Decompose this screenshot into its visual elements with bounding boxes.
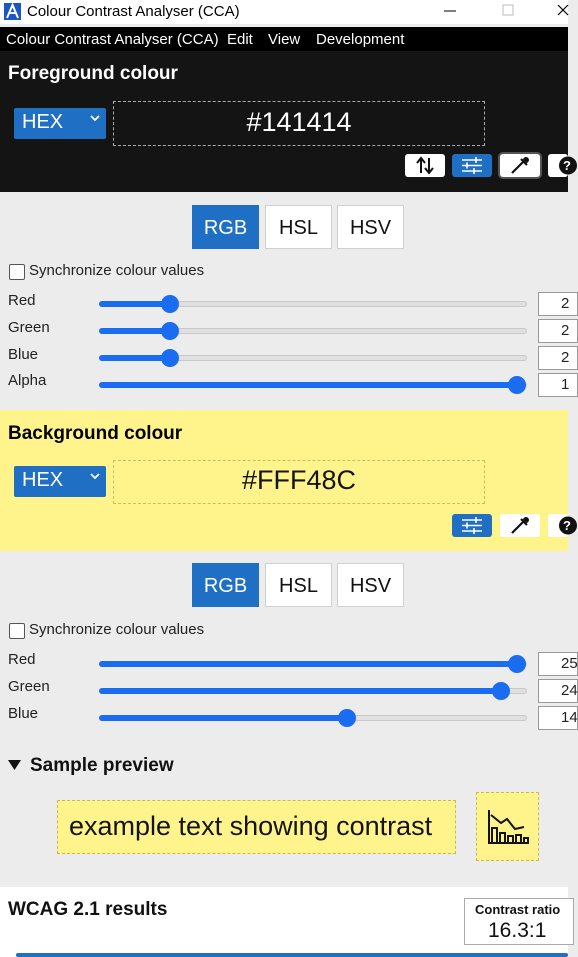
- fg-blue-slider[interactable]: [99, 349, 527, 367]
- background-format-select[interactable]: HEX: [14, 466, 106, 497]
- chart-icon: [476, 792, 539, 861]
- maximize-icon[interactable]: [494, 0, 522, 24]
- wcag-results-heading: WCAG 2.1 results: [8, 899, 168, 920]
- fg-blue-input[interactable]: 2: [538, 346, 578, 370]
- background-panel: Background colour HEX #FFF48C ?: [0, 410, 577, 551]
- bg-green-fill: [99, 688, 500, 694]
- bg-blue-label: Blue: [8, 705, 39, 722]
- bg-green-label: Green: [8, 678, 50, 695]
- bg-sync-label: Synchronize colour values: [29, 621, 205, 638]
- fg-red-thumb[interactable]: [161, 295, 180, 313]
- svg-text:?: ?: [563, 158, 571, 173]
- bg-blue-slider[interactable]: [99, 709, 527, 727]
- minimize-icon[interactable]: [436, 0, 464, 24]
- fg-green-thumb[interactable]: [161, 322, 180, 340]
- help-icon[interactable]: ?: [548, 514, 577, 537]
- eyedropper-icon[interactable]: [500, 514, 540, 537]
- tab-fg-hsv[interactable]: HSV: [337, 205, 404, 249]
- results-indicator-bar: [16, 953, 568, 957]
- sliders-icon[interactable]: [452, 514, 492, 537]
- bg-sync-checkbox[interactable]: [9, 623, 25, 639]
- fg-blue-label: Blue: [8, 346, 39, 363]
- fg-green-slider[interactable]: [99, 322, 527, 340]
- menu-edit[interactable]: Edit: [227, 31, 253, 48]
- fg-red-slider[interactable]: [99, 295, 527, 313]
- foreground-format-select[interactable]: HEX: [14, 108, 106, 139]
- bg-blue-thumb[interactable]: [337, 709, 356, 727]
- tab-bg-hsv[interactable]: HSV: [337, 563, 404, 607]
- fg-sync-checkbox[interactable]: [9, 264, 25, 280]
- fg-green-input[interactable]: 2: [538, 319, 578, 343]
- bg-blue-input[interactable]: 14: [538, 706, 578, 730]
- help-icon[interactable]: ?: [548, 154, 577, 177]
- chevron-down-icon: [90, 115, 100, 122]
- tab-fg-hsl[interactable]: HSL: [265, 205, 332, 249]
- window-title: Colour Contrast Analyser (CCA): [27, 3, 240, 20]
- triangle-down-icon[interactable]: [8, 759, 21, 771]
- chevron-down-icon: [90, 473, 100, 480]
- bg-blue-fill: [99, 715, 346, 721]
- fg-green-fill: [99, 328, 170, 334]
- background-heading: Background colour: [8, 423, 183, 444]
- close-icon[interactable]: [550, 0, 569, 24]
- sliders-icon[interactable]: [452, 154, 492, 177]
- bg-red-thumb[interactable]: [508, 655, 526, 673]
- bg-red-label: Red: [8, 651, 36, 668]
- background-hex-input[interactable]: #FFF48C: [113, 460, 485, 504]
- swap-colours-icon[interactable]: [405, 154, 445, 177]
- foreground-format-value: HEX: [22, 111, 64, 133]
- bg-red-slider[interactable]: [99, 655, 527, 673]
- fg-alpha-thumb[interactable]: [508, 376, 526, 394]
- menu-view[interactable]: View: [268, 31, 301, 48]
- background-format-value: HEX: [22, 469, 64, 491]
- contrast-ratio-box: Contrast ratio 16.3:1: [464, 898, 574, 945]
- app-logo-icon: [4, 2, 21, 20]
- fg-alpha-fill: [99, 382, 516, 388]
- contrast-ratio-value: 16.3:1: [488, 919, 547, 942]
- bg-green-thumb[interactable]: [491, 682, 510, 700]
- eyedropper-icon[interactable]: [500, 154, 540, 177]
- fg-alpha-input[interactable]: 1: [538, 373, 578, 397]
- fg-red-label: Red: [8, 292, 36, 309]
- fg-blue-thumb[interactable]: [161, 349, 180, 367]
- sample-text: example text showing contrast: [57, 800, 456, 854]
- foreground-panel: Foreground colour HEX #141414 ?: [0, 51, 577, 192]
- svg-text:?: ?: [563, 518, 571, 533]
- title-bar: Colour Contrast Analyser (CCA): [0, 0, 569, 24]
- bg-green-input[interactable]: 24: [538, 679, 578, 703]
- background-sliders-section: RGB HSL HSV Synchronize colour values Re…: [0, 551, 578, 742]
- menu-bar: Colour Contrast Analyser (CCA) Edit View…: [0, 27, 568, 51]
- sample-preview-heading[interactable]: Sample preview: [30, 755, 174, 776]
- fg-green-label: Green: [8, 319, 50, 336]
- foreground-sliders-section: RGB HSL HSV Synchronize colour values Re…: [0, 192, 578, 410]
- fg-blue-fill: [99, 355, 170, 361]
- bg-green-slider[interactable]: [99, 682, 527, 700]
- contrast-ratio-label: Contrast ratio: [475, 902, 561, 917]
- tab-fg-rgb[interactable]: RGB: [192, 205, 259, 249]
- fg-red-input[interactable]: 2: [538, 292, 578, 316]
- fg-alpha-slider[interactable]: [99, 376, 527, 394]
- foreground-hex-input[interactable]: #141414: [113, 101, 485, 146]
- fg-sync-label: Synchronize colour values: [29, 262, 205, 279]
- bg-red-input[interactable]: 25: [538, 652, 578, 676]
- menu-app[interactable]: Colour Contrast Analyser (CCA): [6, 31, 219, 48]
- menu-development[interactable]: Development: [316, 31, 405, 48]
- foreground-heading: Foreground colour: [8, 63, 178, 84]
- tab-bg-hsl[interactable]: HSL: [265, 563, 332, 607]
- fg-red-fill: [99, 301, 170, 307]
- bg-red-fill: [99, 661, 516, 667]
- fg-alpha-label: Alpha: [8, 372, 47, 389]
- tab-bg-rgb[interactable]: RGB: [192, 563, 259, 607]
